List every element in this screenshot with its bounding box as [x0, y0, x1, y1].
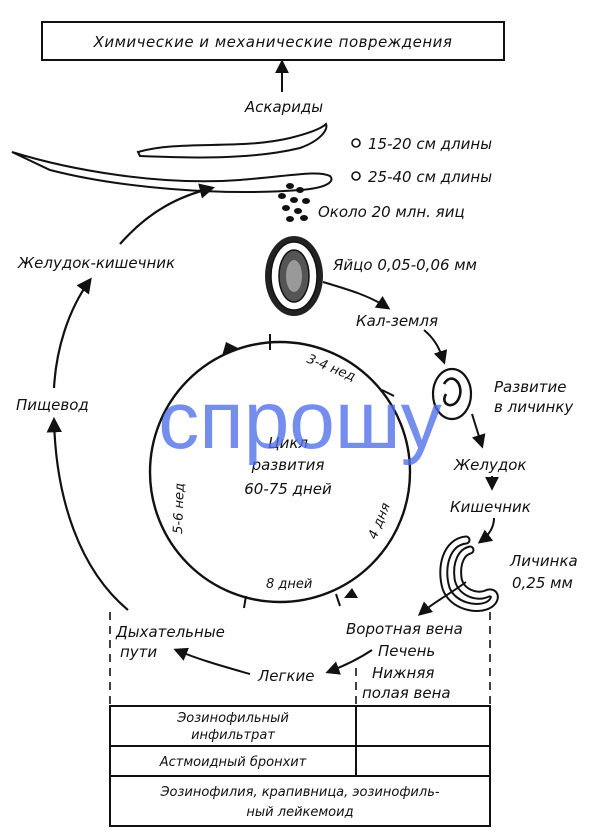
- cycle-seg-left-label: 5-6 нед: [171, 483, 188, 534]
- symptoms-table: [109, 705, 491, 827]
- larva-in-egg-icon: [431, 367, 473, 421]
- development-label-2: в личинку: [494, 398, 574, 416]
- table-row1-line2: инфильтрат: [191, 728, 275, 743]
- table-row3-line1: Эозинофилия, крапивница, эозинофиль-: [159, 785, 439, 800]
- worm-large-icon: [11, 151, 333, 193]
- arrow-airways-to-esophagus: [46, 416, 129, 611]
- table-row1-line1: Эозинофильный: [176, 711, 289, 726]
- cycle-title-2: развития: [251, 456, 325, 474]
- arrow-stomach-intestine-to-worms: [119, 183, 215, 245]
- esophagus-label: Пищевод: [16, 396, 89, 414]
- eggs-cluster-icon: [278, 183, 310, 222]
- arrow-veins-to-lungs: [325, 649, 373, 675]
- cycle-seg-bottom-label: 8 дней: [266, 577, 312, 592]
- cycle-title-3: 60-75 дней: [244, 480, 332, 498]
- eggs-count-label: Около 20 млн. яиц: [318, 203, 465, 221]
- worm-size-2-label: 25-40 см длины: [368, 168, 492, 186]
- larva-label-1: Личинка: [509, 552, 578, 570]
- table-row2: Астмоидный бронхит: [159, 755, 307, 770]
- cycle-arrowhead: [222, 342, 238, 356]
- development-label-1: Развитие: [494, 378, 567, 396]
- cycle-seg-right-label: 4 дня: [366, 501, 394, 542]
- egg-icon: [265, 236, 323, 316]
- arrow-larva-to-portal-vein: [417, 581, 467, 616]
- cycle-arrowhead-bottom: [344, 588, 358, 598]
- lungs-label: Легкие: [257, 667, 314, 685]
- stomach-label: Желудок: [453, 456, 526, 474]
- arrow-esophagus-to-stomach-intestine: [52, 277, 92, 389]
- worm-small-icon: [136, 122, 328, 159]
- cycle-tick-right: [381, 389, 395, 397]
- airways-label-1: Дыхательные: [115, 623, 225, 641]
- arrow-to-larva: [477, 517, 495, 544]
- watermark-text: спрошу: [158, 375, 441, 466]
- arrow-to-stomach: [471, 413, 486, 449]
- arrow-soil-to-development: [423, 329, 448, 365]
- arrow-lungs-to-airways: [173, 647, 251, 675]
- header-box-text: Химические и механические повреждения: [93, 33, 453, 51]
- portal-vein-label: Воротная вена: [346, 620, 463, 638]
- stomach-intestine-label: Желудок-кишечник: [17, 254, 175, 272]
- cycle-tick-left: [243, 595, 247, 609]
- airways-label-2: пути: [120, 643, 157, 661]
- worm-size-1-label: 15-20 см длины: [368, 135, 492, 153]
- soil-label: Кал-земля: [356, 312, 438, 330]
- cycle-title-1: Цикл: [268, 434, 308, 452]
- liver-label: Печень: [378, 642, 435, 660]
- size-bullet-1: [351, 138, 361, 148]
- arrow-egg-to-soil: [322, 281, 391, 310]
- larva-label-2: 0,25 мм: [512, 574, 573, 592]
- lower-vein-label-2: полая вена: [362, 684, 451, 702]
- cycle-circle: [148, 340, 412, 604]
- table-row3-line2: ный лейкемоид: [246, 805, 353, 820]
- larva-icon: [439, 535, 499, 612]
- worms-name-label: Аскариды: [244, 98, 323, 116]
- intestine-label: Кишечник: [450, 498, 531, 516]
- lower-vein-label-1: Нижняя: [372, 664, 434, 682]
- header-box: [41, 21, 505, 61]
- size-bullet-2: [351, 171, 361, 181]
- egg-size-label: Яйцо 0,05-0,06 мм: [332, 256, 477, 274]
- cycle-tick-bottom: [335, 593, 341, 607]
